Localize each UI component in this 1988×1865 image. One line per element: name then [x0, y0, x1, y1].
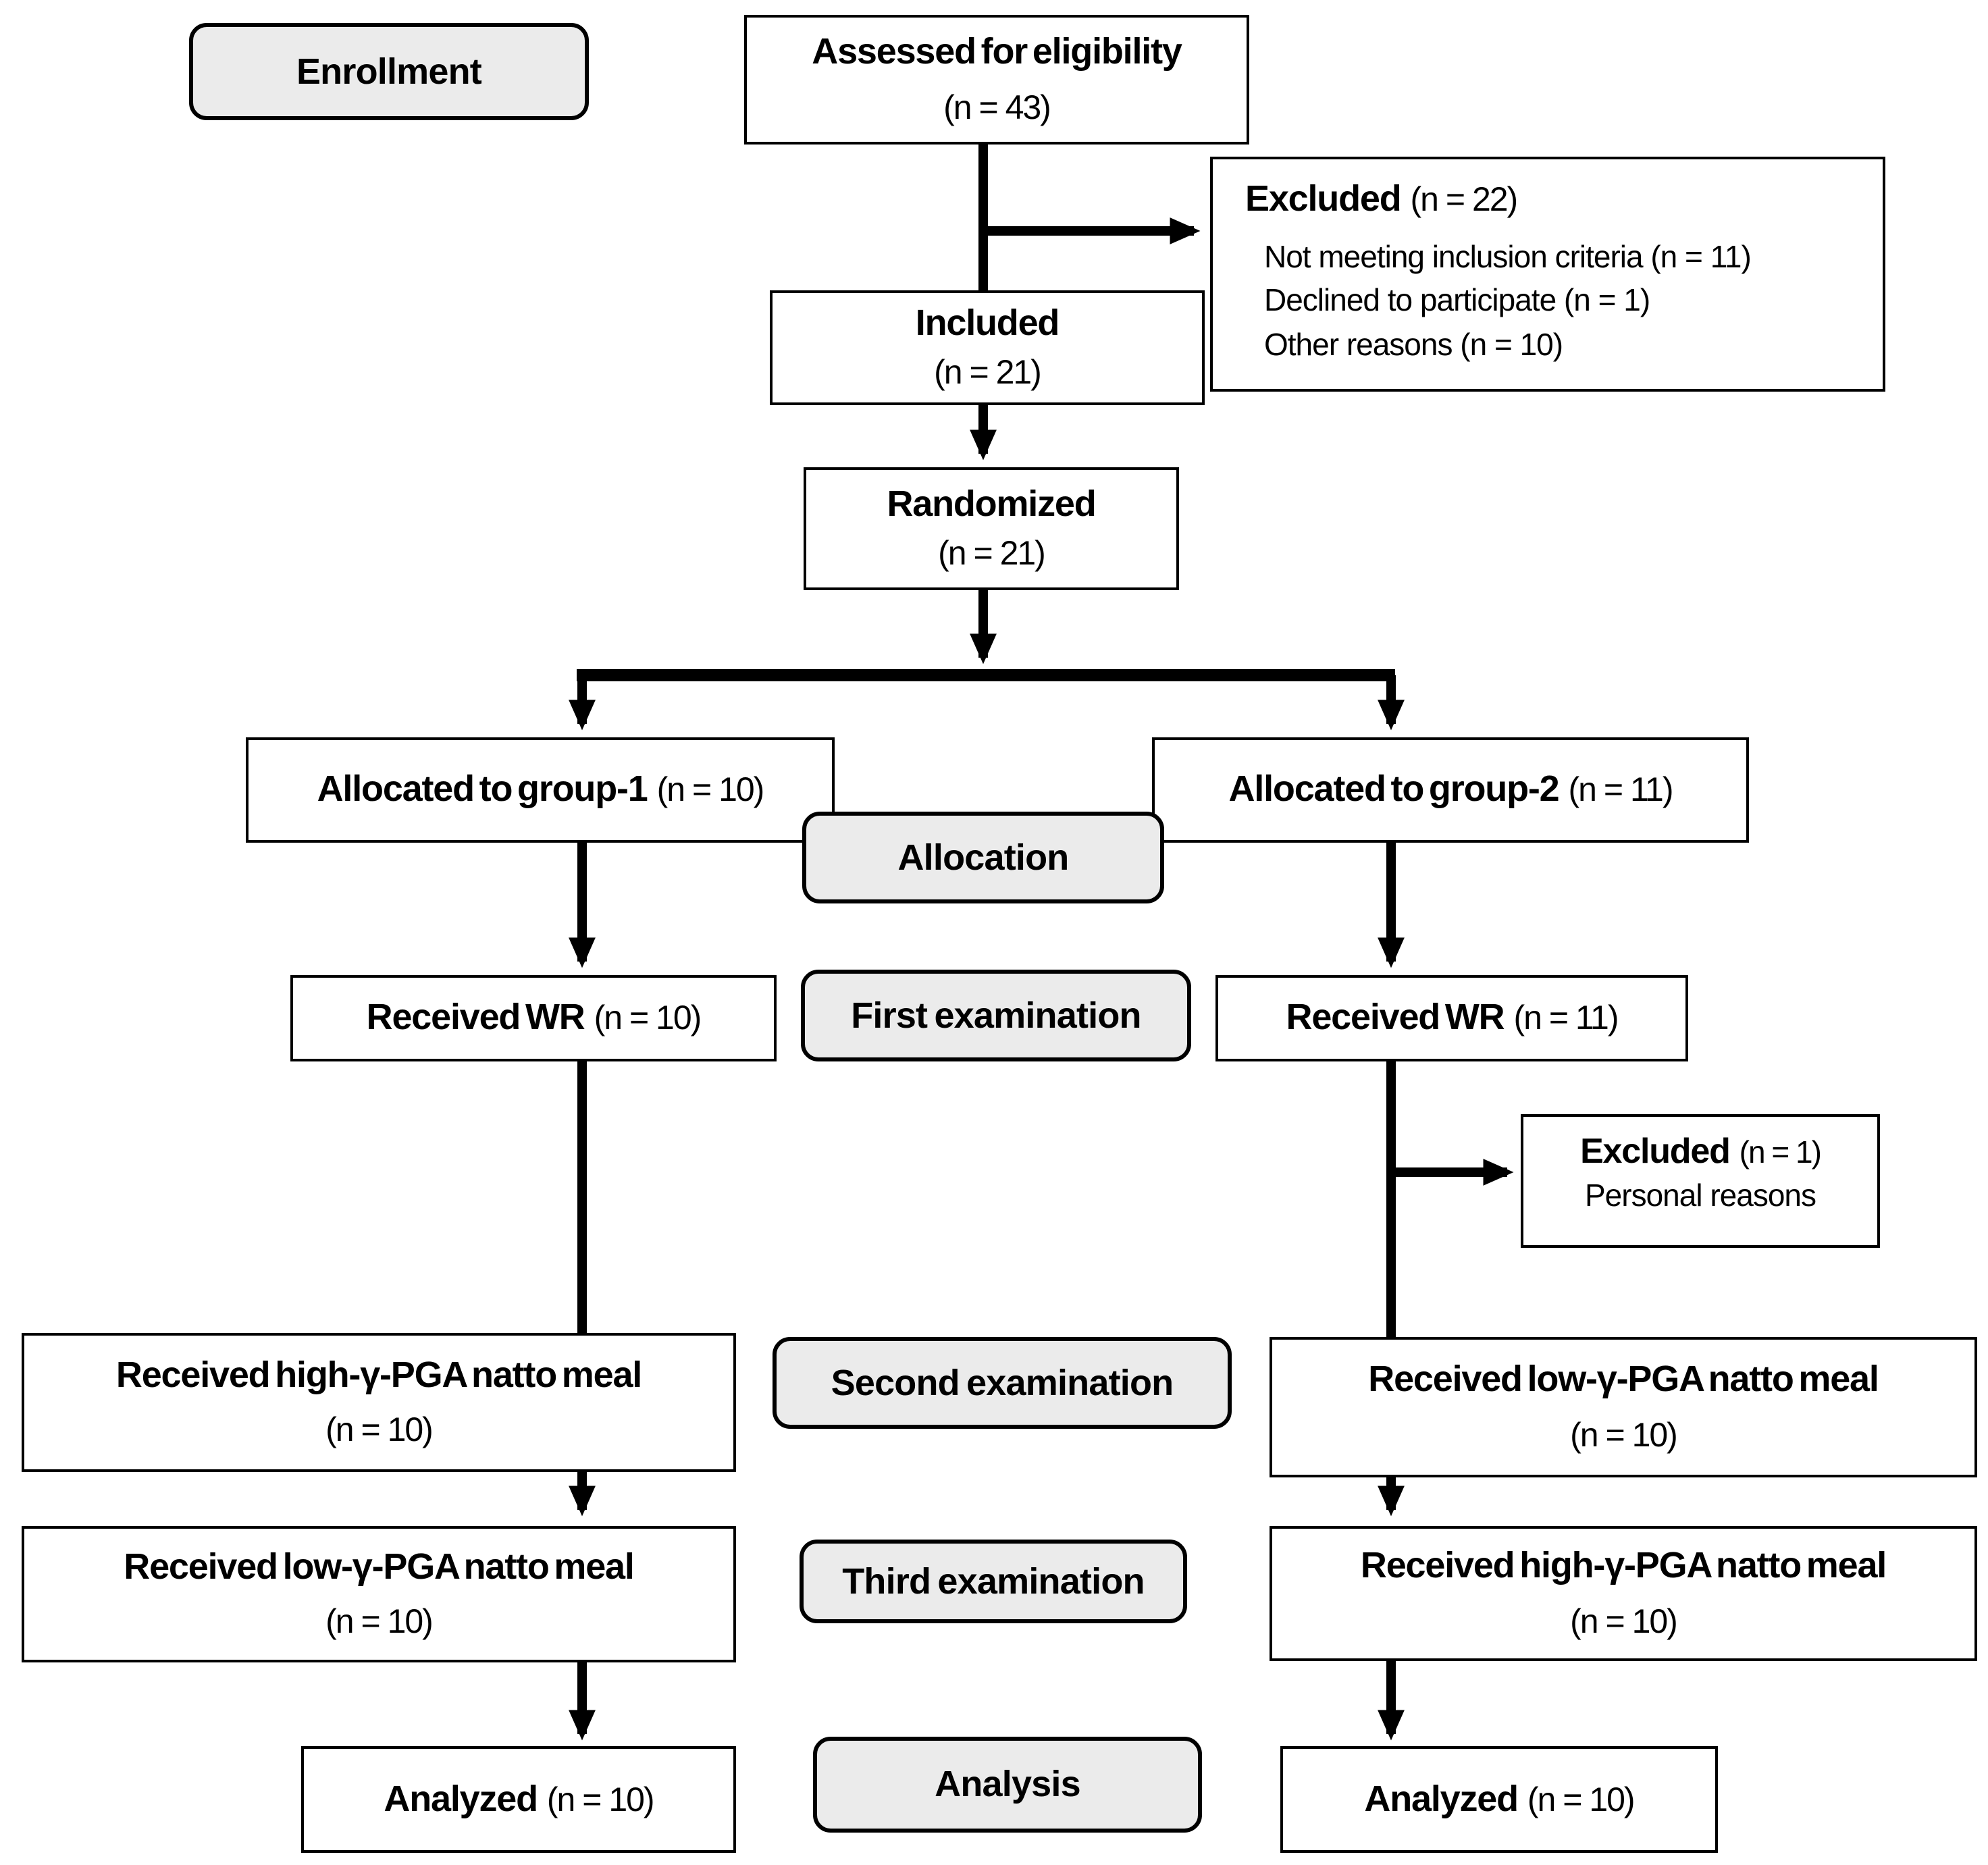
assessed-title: Assessed for eligibility — [812, 31, 1182, 72]
received-wr-group1-box: Received WR (n = 10) — [290, 975, 777, 1061]
analyzed-group2-n: (n = 10) — [1527, 1781, 1636, 1819]
stage-label-second-examination: Second examination — [773, 1337, 1232, 1429]
analyzed-group2-box: Analyzed (n = 10) — [1280, 1746, 1718, 1853]
allocated-group2-n: (n = 11) — [1568, 771, 1674, 810]
reason-not-meeting-criteria: Not meeting inclusion criteria (n = 11) — [1264, 238, 1752, 274]
allocated-group1-title: Allocated to group-1 — [317, 768, 648, 810]
assessed-box: Assessed for eligibility (n = 43) — [744, 15, 1249, 145]
third-meal-group2-title: Received high-γ-PGA natto meal — [1360, 1545, 1887, 1585]
included-box: Included (n = 21) — [770, 290, 1205, 405]
stage-label-enrollment: Enrollment — [189, 23, 589, 120]
second-meal-group2-n: (n = 10) — [1570, 1416, 1678, 1454]
allocated-group2-box: Allocated to group-2 (n = 11) — [1152, 737, 1749, 843]
received-wr-group2-n: (n = 11) — [1513, 999, 1619, 1038]
reason-other: Other reasons (n = 10) — [1264, 327, 1563, 363]
second-meal-group1-title: Received high-γ-PGA natto meal — [115, 1354, 642, 1394]
received-wr-group2-box: Received WR (n = 11) — [1215, 975, 1688, 1061]
randomized-title: Randomized — [887, 483, 1096, 524]
assessed-n: (n = 43) — [943, 88, 1051, 127]
received-wr-group2-title: Received WR — [1286, 997, 1505, 1038]
allocated-group1-box: Allocated to group-1 (n = 10) — [246, 737, 835, 843]
excluded-enrollment-title: Excluded — [1245, 178, 1402, 219]
stage-label-analysis: Analysis — [813, 1737, 1202, 1833]
third-meal-group2-box: Received high-γ-PGA natto meal (n = 10) — [1270, 1526, 1977, 1661]
stage-label-allocation: Allocation — [802, 812, 1164, 903]
third-meal-group1-box: Received low-γ-PGA natto meal (n = 10) — [22, 1526, 736, 1662]
received-wr-group1-n: (n = 10) — [594, 999, 702, 1038]
excluded-enrollment-reasons: Not meeting inclusion criteria (n = 11) … — [1264, 235, 1752, 367]
allocated-group2-title: Allocated to group-2 — [1228, 768, 1560, 810]
randomized-box: Randomized (n = 21) — [804, 467, 1179, 590]
second-meal-group2-box: Received low-γ-PGA natto meal (n = 10) — [1270, 1337, 1977, 1477]
second-meal-group1-box: Received high-γ-PGA natto meal (n = 10) — [22, 1333, 736, 1472]
excluded-after-wr-reason: Personal reasons — [1585, 1177, 1816, 1212]
reason-declined: Declined to participate (n = 1) — [1264, 282, 1650, 318]
included-n: (n = 21) — [934, 353, 1042, 392]
second-meal-group2-title: Received low-γ-PGA natto meal — [1368, 1359, 1879, 1399]
allocated-group1-n: (n = 10) — [656, 771, 765, 810]
stage-label-third-examination: Third examination — [800, 1540, 1187, 1623]
stage-label-first-examination: First examination — [801, 970, 1191, 1061]
excluded-after-wr-box: Excluded (n = 1) Personal reasons — [1521, 1114, 1880, 1248]
analyzed-group1-n: (n = 10) — [546, 1781, 655, 1819]
third-meal-group2-n: (n = 10) — [1570, 1602, 1678, 1641]
second-meal-group1-n: (n = 10) — [325, 1411, 434, 1450]
excluded-enrollment-box: Excluded (n = 22) Not meeting inclusion … — [1210, 157, 1885, 392]
excluded-after-wr-title: Excluded — [1580, 1130, 1731, 1171]
analyzed-group2-title: Analyzed — [1364, 1778, 1519, 1819]
analyzed-group1-box: Analyzed (n = 10) — [301, 1746, 736, 1853]
third-meal-group1-title: Received low-γ-PGA natto meal — [124, 1546, 635, 1586]
excluded-enrollment-n: (n = 22) — [1410, 181, 1519, 219]
excluded-after-wr-n: (n = 1) — [1739, 1134, 1822, 1170]
included-title: Included — [915, 303, 1060, 343]
third-meal-group1-n: (n = 10) — [325, 1603, 434, 1641]
randomized-n: (n = 21) — [938, 534, 1046, 573]
analyzed-group1-title: Analyzed — [384, 1778, 538, 1819]
received-wr-group1-title: Received WR — [366, 997, 585, 1038]
